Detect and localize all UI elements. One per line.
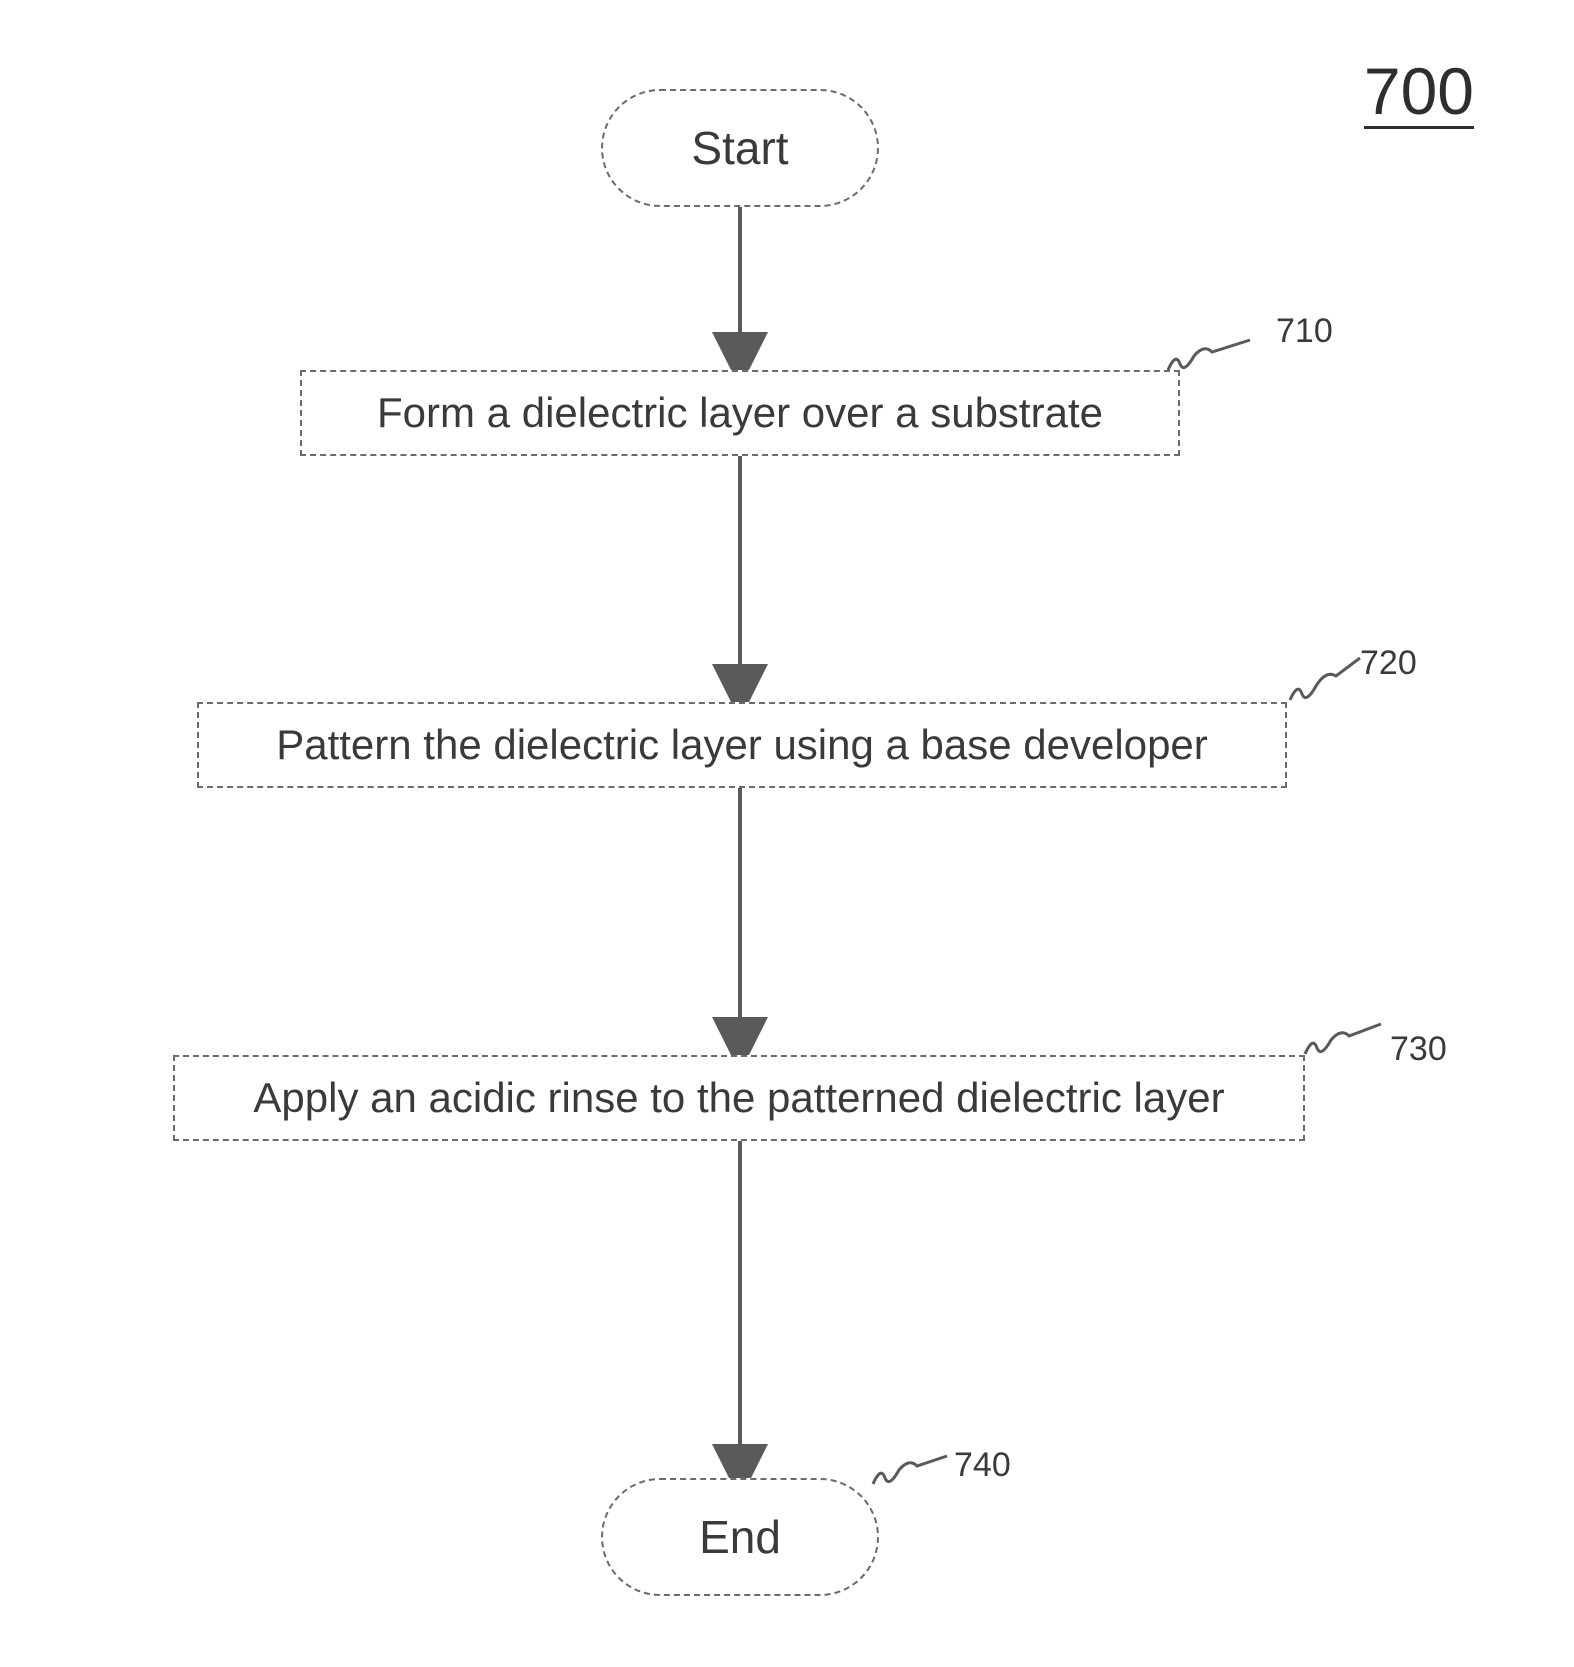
step-730-text: Apply an acidic rinse to the patterned d… xyxy=(253,1074,1224,1122)
step-710-box: Form a dielectric layer over a substrate xyxy=(300,370,1180,456)
ref-740: 740 xyxy=(954,1446,1011,1485)
start-label: Start xyxy=(691,121,788,175)
step-730-box: Apply an acidic rinse to the patterned d… xyxy=(173,1055,1305,1141)
leader-730 xyxy=(1305,1024,1381,1054)
leader-720 xyxy=(1290,658,1360,700)
ref-730: 730 xyxy=(1390,1030,1447,1069)
ref-710: 710 xyxy=(1276,312,1333,351)
figure-number: 700 xyxy=(1364,58,1474,129)
ref-720: 720 xyxy=(1360,644,1417,683)
leader-740 xyxy=(873,1456,947,1484)
end-terminal: End xyxy=(601,1478,879,1596)
step-720-text: Pattern the dielectric layer using a bas… xyxy=(276,721,1208,769)
end-label: End xyxy=(699,1510,781,1564)
leader-710 xyxy=(1168,340,1250,370)
start-terminal: Start xyxy=(601,89,879,207)
step-720-box: Pattern the dielectric layer using a bas… xyxy=(197,702,1287,788)
step-710-text: Form a dielectric layer over a substrate xyxy=(377,389,1103,437)
